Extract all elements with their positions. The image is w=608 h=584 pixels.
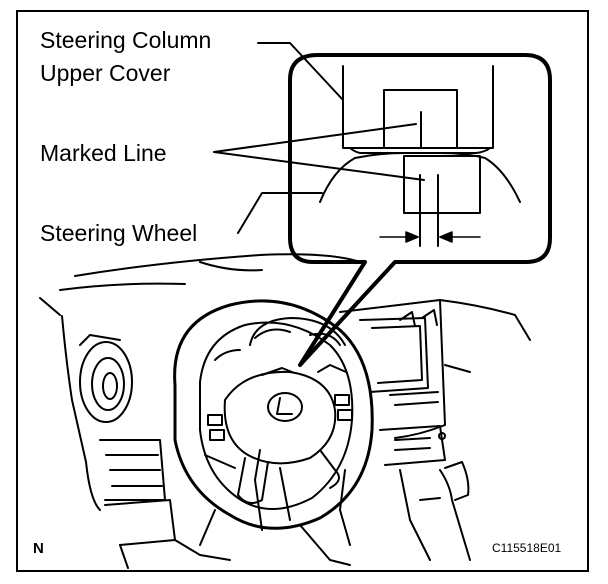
steering-wheel-label: Steering Wheel [40, 220, 198, 246]
figure-frame [16, 10, 589, 572]
upper-cover-label: Upper Cover [40, 60, 171, 86]
marked-line-label: Marked Line [40, 140, 167, 166]
upper-cover-detail [342, 65, 494, 154]
wheel-detail [319, 152, 521, 247]
orientation-label: N [33, 540, 44, 557]
gap-dimension [379, 231, 481, 243]
dashboard-sketch [39, 253, 531, 569]
steering-column-label: Steering Column [40, 27, 212, 53]
leader-lines [213, 42, 425, 234]
figure-code-label: C115518E01 [492, 541, 562, 555]
